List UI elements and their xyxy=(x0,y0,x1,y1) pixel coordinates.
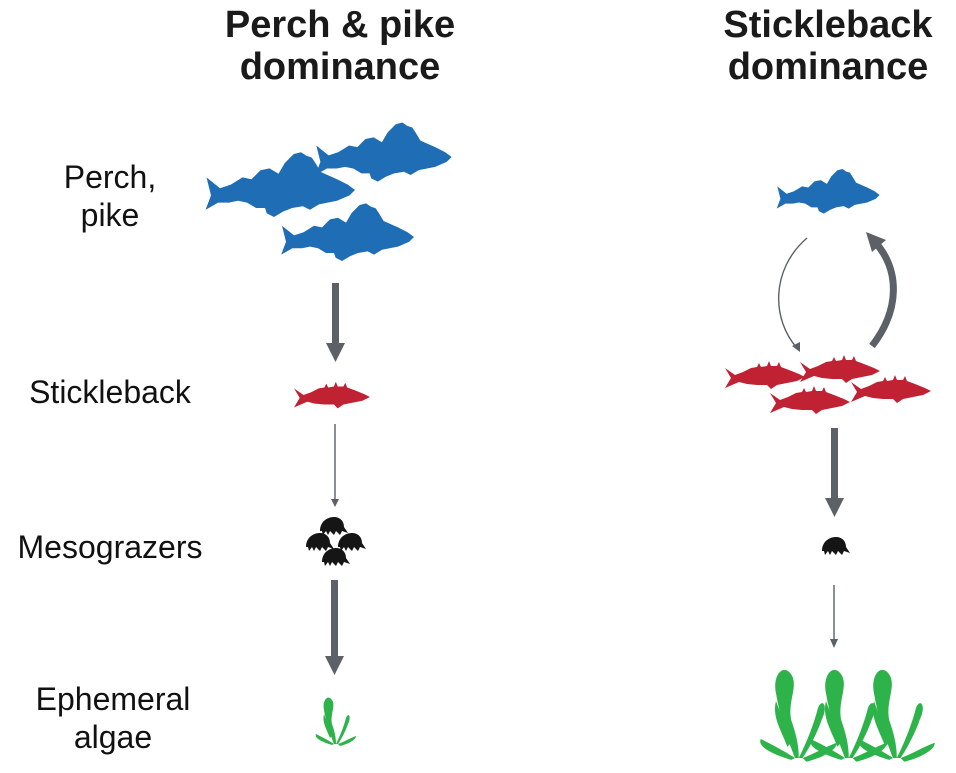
arrow-stickleback-to-mesograzers-weak xyxy=(331,424,339,507)
left-stickleback-group xyxy=(294,381,370,409)
arrow-perch-to-stickleback-weak xyxy=(778,237,808,352)
stickleback-icon xyxy=(294,381,370,409)
stickleback-icon xyxy=(851,375,931,403)
isopod-icon xyxy=(322,548,350,566)
right-perch-group xyxy=(776,168,880,214)
right-stickleback-group xyxy=(725,355,931,414)
label-line1: Ephemeral xyxy=(35,681,191,717)
level-label-mesograzers: Mesograzers xyxy=(0,528,220,566)
stickleback-icon xyxy=(725,361,805,389)
isopod-icon xyxy=(338,533,366,551)
left-mesograzer-group xyxy=(306,517,366,566)
label-line2: algae xyxy=(73,719,153,755)
label-line1: Stickleback xyxy=(29,374,191,410)
column-title-line1: Stickleback xyxy=(723,4,933,46)
algae-icon xyxy=(315,697,356,746)
left-algae-group xyxy=(315,697,356,746)
arrow-mesograzers-to-algae-weak xyxy=(830,585,838,648)
isopod-icon xyxy=(306,533,334,551)
stickleback-icon xyxy=(770,386,850,414)
perch-icon xyxy=(281,203,414,261)
label-line1: Mesograzers xyxy=(17,529,203,565)
right-mesograzer-group xyxy=(822,537,850,555)
column-title-perch-pike-dominance: Perch & pike dominance xyxy=(190,4,490,88)
column-title-stickleback-dominance: Stickleback dominance xyxy=(700,4,956,88)
right-algae-group xyxy=(760,669,935,762)
arrow-perch-to-stickleback-strong xyxy=(326,283,345,362)
perch-icon xyxy=(315,122,452,182)
isopod-icon xyxy=(320,517,348,535)
perch-icon xyxy=(776,168,880,214)
label-line2: pike xyxy=(80,197,140,233)
column-title-line2: dominance xyxy=(239,46,441,88)
level-label-perch-pike: Perch, pike xyxy=(20,158,200,234)
arrow-mesograzers-to-algae-strong xyxy=(325,580,344,675)
level-label-ephemeral-algae: Ephemeral algae xyxy=(0,680,226,756)
left-perch-group xyxy=(205,122,452,261)
label-line1: Perch, xyxy=(63,159,157,195)
level-label-stickleback: Stickleback xyxy=(0,373,220,411)
stickleback-icon xyxy=(800,355,880,383)
arrow-stickleback-to-mesograzers-strong xyxy=(825,428,844,517)
column-title-line1: Perch & pike xyxy=(224,4,456,46)
isopod-icon xyxy=(822,537,850,555)
arrow-stickleback-to-perch-strong xyxy=(866,232,897,349)
column-title-line2: dominance xyxy=(727,46,929,88)
